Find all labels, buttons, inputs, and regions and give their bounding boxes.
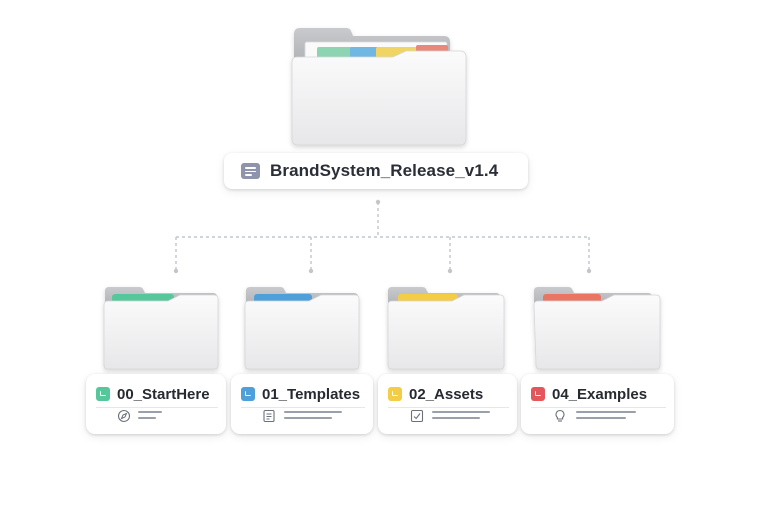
placeholder-line xyxy=(432,411,490,413)
connector-dot-root xyxy=(375,199,381,205)
folder-color-badge xyxy=(96,387,110,401)
folder-card-footer xyxy=(378,409,517,427)
connector-dot-3 xyxy=(586,268,592,274)
connector-dots xyxy=(173,199,592,274)
folder-card-footer xyxy=(521,409,674,427)
folder-name: 01_Templates xyxy=(262,385,361,403)
folder-name: 02_Assets xyxy=(409,385,484,403)
folder-color-badge xyxy=(388,387,402,401)
placeholder-line xyxy=(576,411,636,413)
connector-dot-1 xyxy=(308,268,314,274)
folder-card-header: 00_StartHere xyxy=(96,383,218,408)
compass-icon xyxy=(117,409,131,423)
placeholder-line xyxy=(432,417,480,419)
root-folder-label[interactable]: BrandSystem_Release_v1.4 xyxy=(224,153,528,189)
root-folder-tab-green xyxy=(317,47,357,59)
root-folder-tab-blue xyxy=(350,47,380,59)
folder-card-header: 02_Assets xyxy=(388,383,509,408)
root-folder-icon xyxy=(291,28,467,146)
folder-color-badge xyxy=(531,387,545,401)
folder-card-header: 01_Templates xyxy=(241,383,365,408)
folder-card-footer xyxy=(231,409,373,427)
connector-lines xyxy=(175,202,590,270)
checkbox-icon xyxy=(410,409,424,423)
folder-name: 04_Examples xyxy=(552,385,648,403)
folder-icon-templates xyxy=(244,287,360,370)
connector-dot-2 xyxy=(447,268,453,274)
folder-icon-examples xyxy=(533,287,661,370)
root-folder-title: BrandSystem_Release_v1.4 xyxy=(270,161,499,180)
placeholder-line xyxy=(284,411,342,413)
folder-card-examples[interactable]: 04_Examples xyxy=(521,374,674,434)
folder-icon-assets xyxy=(387,287,505,370)
document-icon xyxy=(241,163,260,179)
placeholder-line xyxy=(138,411,162,413)
connector-dot-0 xyxy=(173,268,179,274)
lightbulb-icon xyxy=(555,409,565,422)
folder-card-footer xyxy=(86,409,226,427)
document-icon xyxy=(263,409,275,423)
folder-card-templates[interactable]: 01_Templates xyxy=(231,374,373,434)
folder-icon-startHere xyxy=(103,287,219,370)
placeholder-line xyxy=(138,417,156,419)
folder-card-header: 04_Examples xyxy=(531,383,666,408)
placeholder-line xyxy=(284,417,332,419)
folder-card-startHere[interactable]: 00_StartHere xyxy=(86,374,226,434)
root-folder-front xyxy=(291,50,467,146)
folder-color-badge xyxy=(241,387,255,401)
placeholder-line xyxy=(576,417,626,419)
folder-name: 00_StartHere xyxy=(117,385,210,403)
folder-card-assets[interactable]: 02_Assets xyxy=(378,374,517,434)
